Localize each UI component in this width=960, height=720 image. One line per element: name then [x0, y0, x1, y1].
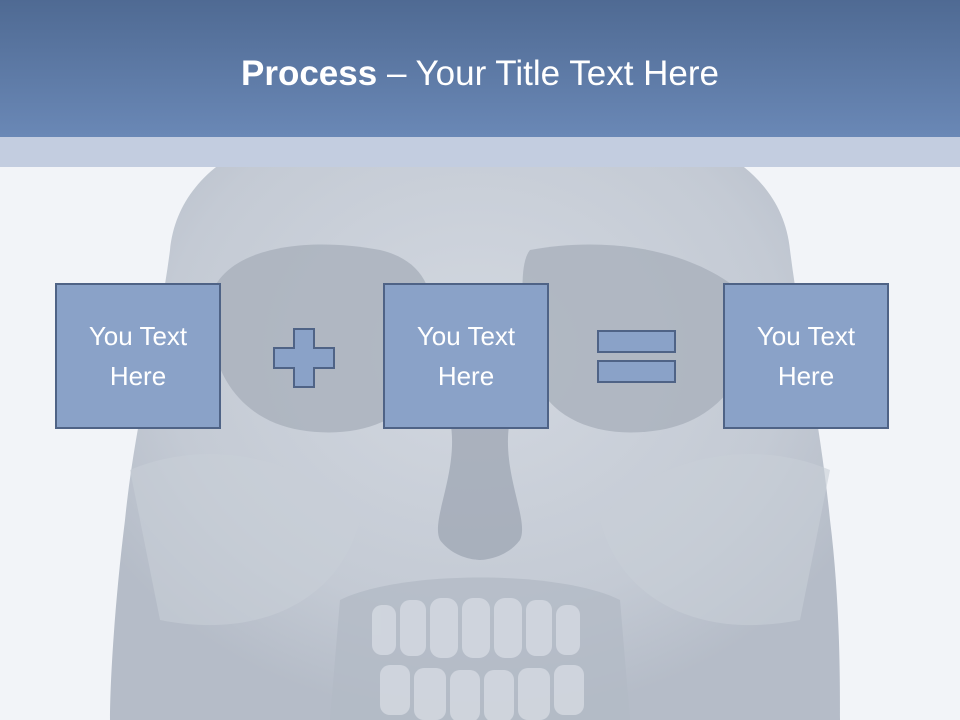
process-box-3[interactable]: You Text Here	[723, 283, 889, 429]
slide-title[interactable]: Process – Your Title Text Here	[0, 52, 960, 96]
title-separator: –	[377, 54, 416, 93]
process-box-1[interactable]: You Text Here	[55, 283, 221, 429]
plus-icon[interactable]	[272, 327, 336, 389]
title-bold-word: Process	[241, 54, 378, 93]
title-bar	[0, 0, 960, 137]
process-box-2[interactable]: You Text Here	[383, 283, 549, 429]
title-rest: Your Title Text Here	[415, 54, 720, 93]
equals-icon[interactable]	[597, 330, 677, 384]
title-accent-strip	[0, 137, 960, 167]
